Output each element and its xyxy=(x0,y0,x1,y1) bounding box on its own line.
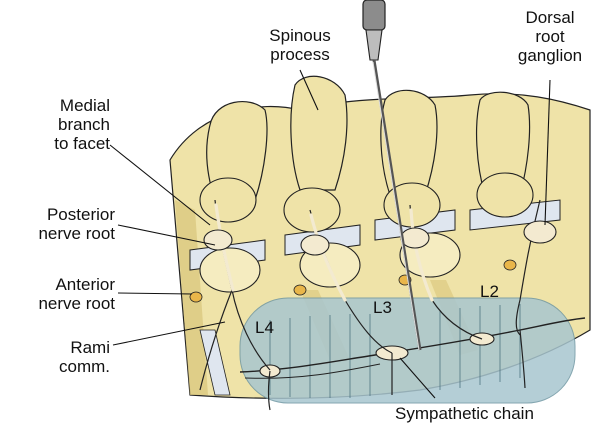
label-rami: Rami comm. xyxy=(40,338,110,376)
facet-2 xyxy=(284,188,340,232)
label-l4: L4 xyxy=(255,318,274,338)
label-anterior-root: Anterior nerve root xyxy=(15,275,115,313)
spinous-process-l3 xyxy=(291,76,347,190)
facet-1 xyxy=(200,178,256,222)
label-spinous: Spinous process xyxy=(250,26,350,64)
label-posterior-root: Posterior nerve root xyxy=(15,205,115,243)
label-l3: L3 xyxy=(373,298,392,318)
label-medial-branch: Medial branch to facet xyxy=(30,96,110,153)
facet-4 xyxy=(477,173,533,217)
label-l2: L2 xyxy=(480,282,499,302)
label-drg: Dorsal root ganglion xyxy=(505,8,595,65)
needle-hub xyxy=(363,0,385,30)
needle-hub-tip xyxy=(366,30,382,60)
label-sympathetic: Sympathetic chain xyxy=(395,404,595,423)
spinous-process-l2 xyxy=(381,90,437,195)
facet-low-1 xyxy=(200,248,260,292)
